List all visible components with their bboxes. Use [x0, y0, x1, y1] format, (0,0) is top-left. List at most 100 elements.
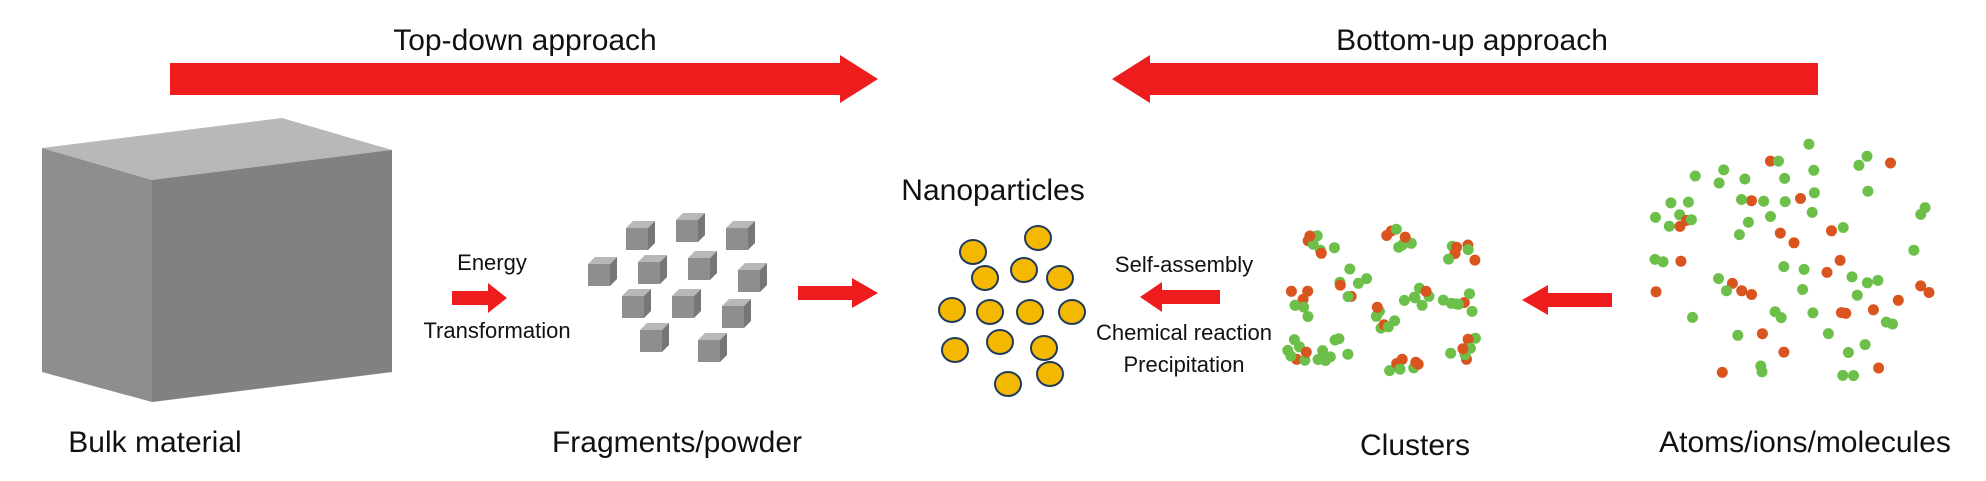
atom-dot — [1774, 227, 1786, 239]
atom-dot — [1915, 280, 1927, 292]
fragment-cube — [626, 221, 655, 250]
fragment-cube — [688, 251, 717, 280]
atom-dot — [1821, 266, 1833, 278]
atom-dot — [1807, 307, 1819, 319]
cluster — [1302, 230, 1340, 259]
atom-dot — [1873, 362, 1885, 374]
atom-dot — [1867, 304, 1879, 316]
atom-dot — [1885, 157, 1896, 169]
fragment-cube — [726, 221, 755, 250]
nanoparticle — [1036, 361, 1064, 387]
bulk-material-label: Bulk material — [68, 426, 241, 459]
nanoparticle — [938, 297, 966, 323]
atom-dot — [1848, 370, 1859, 382]
nanoparticle — [959, 239, 987, 265]
atom-dot — [1923, 287, 1935, 298]
fragment-cube — [588, 257, 617, 286]
nanoparticle — [986, 329, 1014, 355]
atom-dot — [1650, 286, 1662, 298]
atom-dot — [1713, 273, 1724, 285]
fragment-cube — [738, 263, 767, 292]
atom-dot — [1798, 263, 1810, 275]
atom-dot — [1721, 285, 1732, 297]
clusters-label: Clusters — [1360, 429, 1470, 462]
energy-arrow — [452, 283, 507, 313]
atom-dot — [1808, 164, 1820, 176]
atom-dot — [1736, 194, 1747, 205]
cluster — [1445, 332, 1481, 365]
cluster — [1443, 239, 1481, 266]
atom-dot — [1755, 360, 1767, 372]
atom-dot — [1687, 311, 1698, 323]
nanoparticle — [971, 265, 999, 291]
atoms-to-clusters-arrow — [1522, 285, 1612, 315]
atom-dot — [1872, 274, 1884, 286]
atom-dot — [1862, 185, 1874, 197]
atom-dot — [1808, 187, 1820, 199]
atom-dot — [1892, 294, 1904, 306]
bottom-up-heading: Bottom-up approach — [1336, 24, 1608, 57]
energy-label: Energy — [457, 250, 527, 275]
fragment-cube — [672, 289, 701, 318]
atom-dot — [1846, 271, 1858, 283]
nanoparticle — [1024, 225, 1052, 251]
atom-dot — [1657, 256, 1669, 268]
nanoparticles-label: Nanoparticles — [901, 174, 1084, 207]
atoms-ions-molecules-group — [1649, 138, 1935, 382]
cluster — [1312, 333, 1354, 366]
atoms-ions-molecules-label: Atoms/ions/molecules — [1659, 426, 1951, 459]
fragments-powder-cluster — [588, 213, 767, 362]
atom-dot — [1837, 369, 1849, 381]
fragment-cube — [640, 323, 669, 352]
atom-dot — [1746, 289, 1758, 300]
atom-dot — [1765, 211, 1776, 222]
atom-dot — [1716, 366, 1728, 378]
cluster — [1381, 223, 1417, 253]
cluster — [1285, 285, 1314, 322]
fragment-cube — [638, 255, 667, 284]
atom-dot — [1685, 214, 1697, 226]
atom-dot — [1803, 138, 1815, 150]
fragments-to-nanoparticles-arrow — [798, 278, 878, 308]
atom-dot — [1842, 347, 1854, 358]
atom-dot — [1853, 159, 1865, 171]
atom-dot — [1861, 150, 1873, 162]
chemical-reaction-label: Chemical reaction — [1096, 320, 1272, 345]
atom-dot — [1915, 208, 1927, 220]
nanoparticle — [1010, 257, 1038, 283]
atom-dot — [1779, 172, 1791, 184]
fragments-powder-label: Fragments/powder — [552, 426, 802, 459]
atom-dot — [1718, 164, 1730, 176]
bottom-up-arrow — [1112, 55, 1818, 103]
top-down-heading: Top-down approach — [393, 24, 657, 57]
cluster — [1282, 334, 1312, 366]
atom-dot — [1788, 237, 1800, 249]
atom-dot — [1887, 318, 1898, 330]
atom-dot — [1682, 196, 1694, 208]
atom-dot — [1746, 195, 1757, 207]
fragment-cube — [676, 213, 705, 242]
atom-dot — [1834, 254, 1846, 266]
fragment-cube — [698, 333, 727, 362]
bulk-material-cube — [42, 118, 392, 402]
atom-dot — [1758, 195, 1770, 207]
clusters-group — [1282, 223, 1481, 377]
atom-dot — [1665, 197, 1677, 209]
atom-dot — [1779, 196, 1791, 208]
precipitation-label: Precipitation — [1123, 352, 1244, 377]
nanoparticle — [1016, 299, 1044, 325]
atom-dot — [1826, 225, 1837, 237]
atom-dot — [1726, 277, 1738, 289]
top-down-arrow — [170, 55, 878, 103]
atom-dot — [1851, 289, 1863, 301]
nanoparticle — [941, 337, 969, 363]
atom-dot — [1837, 222, 1849, 233]
nanoparticles-group — [938, 225, 1086, 397]
clusters-to-nanoparticles-arrow — [1140, 282, 1220, 312]
atom-dot — [1733, 229, 1745, 241]
nanoparticle — [1046, 265, 1074, 291]
cluster — [1370, 301, 1401, 334]
nanoparticle — [976, 299, 1004, 325]
nanoparticle — [994, 371, 1022, 397]
